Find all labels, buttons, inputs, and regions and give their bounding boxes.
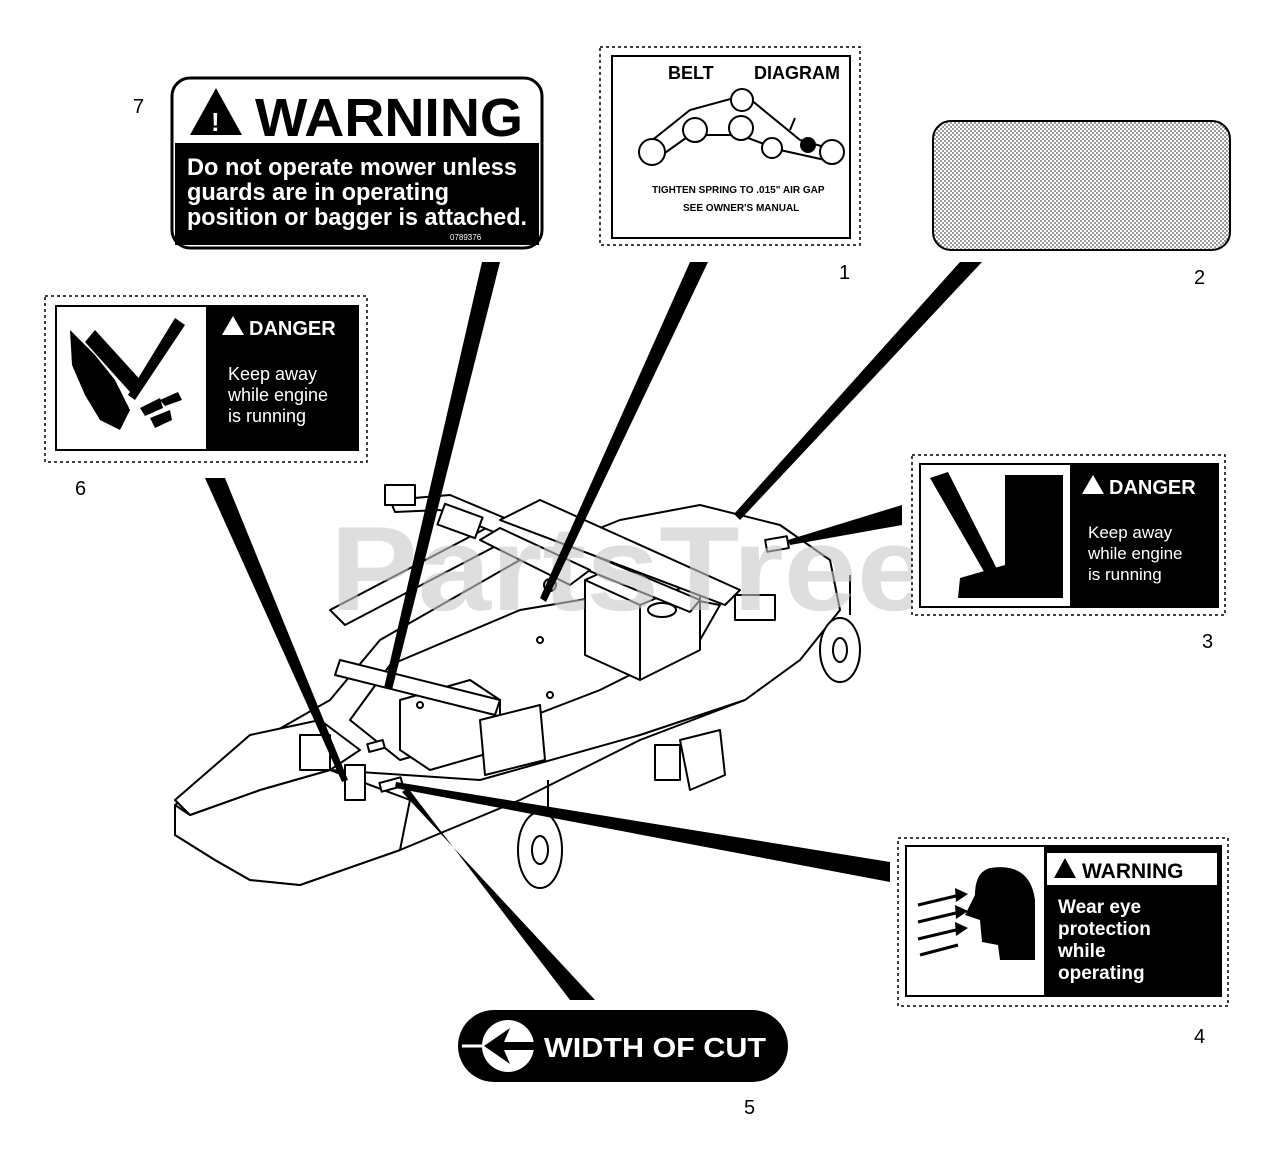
danger-triangle-icon <box>222 316 244 335</box>
decal-6-line2: while engine <box>227 385 328 405</box>
decal-1-line1: TIGHTEN SPRING TO .015" AIR GAP <box>652 185 825 196</box>
decal-4-line4: operating <box>1058 963 1145 984</box>
leader-3 <box>788 505 902 545</box>
arrow-left-icon <box>462 1020 534 1072</box>
decal-1-line2: SEE OWNER'S MANUAL <box>683 203 799 214</box>
decal-6-line1: Keep away <box>228 364 317 384</box>
belt-routing-icon <box>638 88 845 166</box>
decal-7-line1: Do not operate mower unless <box>187 154 517 181</box>
decal-4-line2: protection <box>1058 919 1151 940</box>
callout-7: 7 <box>133 96 144 118</box>
decal-2-blank <box>932 120 1231 251</box>
decal-5-width-of-cut: WIDTH OF CUT <box>458 1010 788 1082</box>
eye-protection-icon <box>917 867 1035 960</box>
decal-6-line3: is running <box>228 406 306 426</box>
hand-cut-icon <box>70 318 185 430</box>
decal-1-title-right: DIAGRAM <box>754 63 840 83</box>
leader-5 <box>402 788 595 1000</box>
decal-4-line1: Wear eye <box>1058 897 1141 918</box>
hitch-arm-right <box>499 499 741 606</box>
leader-4 <box>395 782 890 882</box>
callout-3: 3 <box>1202 631 1213 653</box>
decal-7-line3: position or bagger is attached. <box>187 204 527 231</box>
decal-7-part-number: 0789376 <box>450 233 482 242</box>
pto-shaft <box>479 527 591 586</box>
decal-7-heading: WARNING <box>255 88 523 148</box>
callout-4: 4 <box>1194 1026 1205 1048</box>
decal-3-heading: DANGER <box>1109 477 1196 499</box>
callout-5: 5 <box>744 1097 755 1119</box>
decal-1-belt-diagram: BELT DIAGRAM TIGHTEN SPRING TO .015" AIR… <box>599 46 861 246</box>
warning-triangle-icon-2 <box>1054 858 1076 878</box>
decal-4-warning-eye: WARNING Wear eye protection while operat… <box>897 837 1229 1007</box>
decal-3-danger-foot: DANGER Keep away while engine is running <box>911 454 1226 616</box>
decal-3-line1: Keep away <box>1088 523 1173 542</box>
danger-triangle-icon-2 <box>1082 475 1104 494</box>
svg-text:!: ! <box>211 107 220 137</box>
decal-5-text: WIDTH OF CUT <box>544 1032 766 1063</box>
leader-1 <box>540 262 708 602</box>
decal-6-danger-hand: DANGER Keep away while engine is running <box>44 295 368 463</box>
hitch-arm-top <box>389 494 701 613</box>
decal-1-title-left: BELT <box>668 63 714 83</box>
callout-6: 6 <box>75 478 86 500</box>
decal-6-heading: DANGER <box>249 318 336 340</box>
callout-1: 1 <box>839 262 850 284</box>
mower-deck-illustration <box>174 484 861 889</box>
front-bar <box>334 659 501 716</box>
warning-triangle-icon <box>190 88 242 135</box>
caster-wheel-rear <box>819 575 861 683</box>
decal-3-line2: while engine <box>1087 544 1183 563</box>
leader-7 <box>384 262 500 690</box>
decal-7-line2: guards are in operating <box>187 179 449 206</box>
callout-2: 2 <box>1194 267 1205 289</box>
leader-2 <box>734 262 982 520</box>
decal-3-line3: is running <box>1088 565 1162 584</box>
foot-cut-icon <box>930 472 1063 598</box>
leader-6 <box>205 478 348 782</box>
decal-4-line3: while <box>1057 941 1106 962</box>
leader-lines <box>205 262 982 1000</box>
decal-7-warning-guards: ! WARNING Do not operate mower unless gu… <box>170 76 544 250</box>
decal-4-heading: WARNING <box>1082 860 1184 883</box>
